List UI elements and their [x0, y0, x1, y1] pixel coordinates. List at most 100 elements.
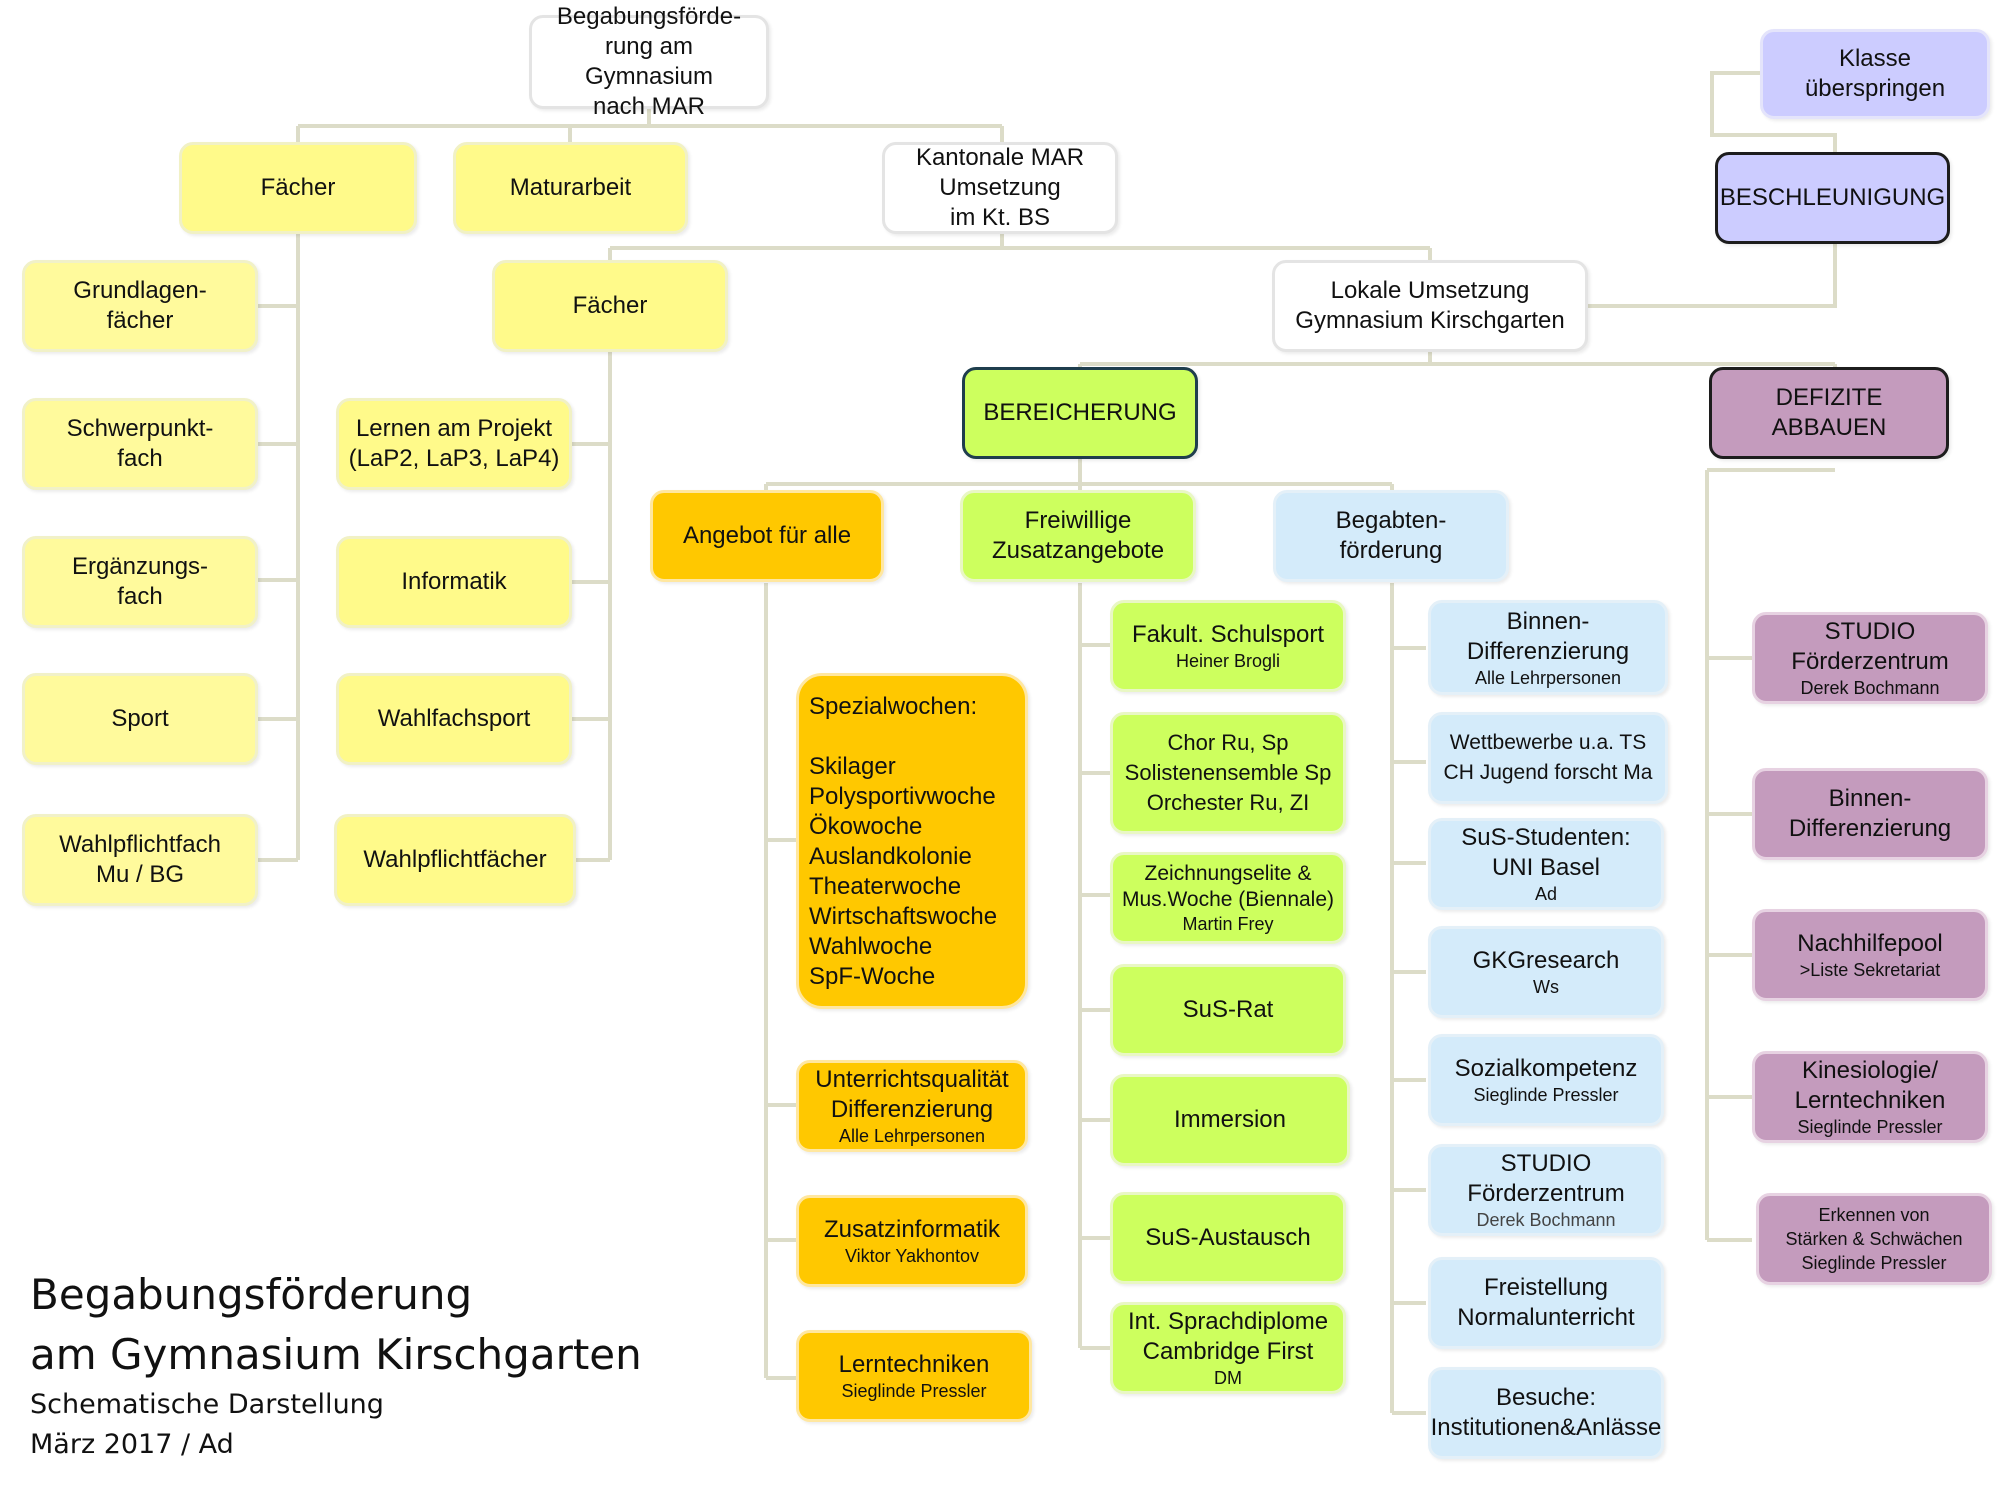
- besuche-node: Besuche: Institutionen&Anlässe: [1428, 1367, 1664, 1459]
- connector-faecher-mid: [570, 352, 612, 862]
- binnen-b-title: Binnen- Differenzierung: [1466, 607, 1630, 665]
- bereicherung-node: BEREICHERUNG: [962, 367, 1198, 459]
- connector-root: [296, 108, 1004, 145]
- caption: Begabungsförderung am Gymnasium Kirschga…: [30, 1265, 642, 1465]
- sprachdiplome-title: Int. Sprachdiplome Cambridge First: [1127, 1308, 1329, 1365]
- binnen-d-node: Binnen- Differenzierung: [1752, 768, 1988, 860]
- schulsport-node: Fakult. Schulsport Heiner Brogli: [1110, 600, 1346, 692]
- wettbewerbe-label: Wettbewerbe u.a. TS CH Jugend forscht Ma: [1443, 731, 1653, 784]
- wahlpflichtfaecher-node: Wahlpflichtfächer: [334, 814, 576, 906]
- kantonal-node: Kantonale MAR Umsetzung im Kt. BS: [882, 142, 1118, 234]
- sprachdiplome-node: Int. Sprachdiplome Cambridge First DM: [1110, 1302, 1346, 1394]
- gkg-node: GKGresearch Ws: [1428, 926, 1664, 1018]
- susaustausch-label: SuS-Austausch: [1145, 1224, 1311, 1251]
- studio-d-title: STUDIO Förderzentrum: [1791, 618, 1949, 675]
- connector-begabten: [1390, 583, 1426, 1415]
- unterricht-node: Unterrichtsqualität Differenzierung Alle…: [796, 1060, 1028, 1152]
- freistellung-node: Freistellung Normalunterricht: [1428, 1257, 1664, 1349]
- faecher-mid-node: Fächer: [492, 260, 728, 352]
- sozial-node: Sozialkompetenz Sieglinde Pressler: [1428, 1034, 1664, 1126]
- caption-subtitle: Schematische Darstellung: [30, 1389, 384, 1420]
- studio-d-sub: Derek Bochmann: [1800, 678, 1940, 698]
- begabten-node: Begabten- förderung: [1273, 490, 1509, 582]
- freiwillige-node: Freiwillige Zusatzangebote: [960, 490, 1196, 582]
- spezialwochen-node: Spezialwochen: Skilager Polysportivwoche…: [796, 673, 1028, 1009]
- nachhilfe-title: Nachhilfepool: [1797, 930, 1943, 957]
- sport-label: Sport: [111, 705, 169, 732]
- unterricht-title: Unterrichtsqualität Differenzierung: [815, 1066, 1009, 1123]
- wettbewerbe-node: Wettbewerbe u.a. TS CH Jugend forscht Ma: [1428, 712, 1668, 804]
- beschleunigung-node: BESCHLEUNIGUNG: [1715, 152, 1950, 244]
- freistellung-label: Freistellung Normalunterricht: [1457, 1274, 1635, 1331]
- freiwillige-label: Freiwillige Zusatzangebote: [991, 507, 1165, 564]
- grundlagen-label: Grundlagen- fächer: [73, 277, 207, 334]
- kinesiologie-node: Kinesiologie/ Lerntechniken Sieglinde Pr…: [1752, 1051, 1988, 1143]
- sus-studenten-title: SuS-Studenten: UNI Basel: [1461, 824, 1631, 881]
- wahlfachsport-label: Wahlfachsport: [377, 705, 531, 732]
- defizite-label: DEFIZITE ABBAUEN: [1771, 384, 1887, 441]
- immersion-label: Immersion: [1173, 1106, 1287, 1133]
- sport-node: Sport: [22, 673, 258, 765]
- kinesiologie-title: Kinesiologie/ Lerntechniken: [1794, 1057, 1946, 1114]
- studio-b-node: STUDIO Förderzentrum Derek Bochmann: [1428, 1144, 1664, 1236]
- wahlpflichtfach-label: Wahlpflichtfach Mu / BG: [59, 831, 221, 888]
- susaustausch-node: SuS-Austausch: [1110, 1192, 1346, 1284]
- nachhilfe-sub: >Liste Sekretariat: [1799, 960, 1941, 980]
- zeichnung-node: Zeichnungselite & Mus.Woche (Biennale) M…: [1110, 852, 1346, 944]
- connector-defizite: [1705, 468, 1835, 1242]
- lokal-label: Lokale Umsetzung Gymnasium Kirschgarten: [1295, 277, 1565, 334]
- faecher-top-label: Fächer: [260, 174, 336, 201]
- binnen-b-node: Binnen- Differenzierung Alle Lehrpersone…: [1428, 600, 1668, 695]
- besuche-label: Besuche: Institutionen&Anlässe: [1430, 1384, 1662, 1441]
- studio-b-title: STUDIO Förderzentrum: [1467, 1150, 1625, 1207]
- maturarbeit-node: Maturarbeit: [453, 142, 688, 234]
- sus-studenten-sub: Ad: [1534, 884, 1558, 904]
- connector-freiwillige: [1078, 583, 1112, 1350]
- chor-label: Chor Ru, Sp Solistenensemble Sp Orcheste…: [1124, 730, 1332, 815]
- binnen-d-label: Binnen- Differenzierung: [1788, 785, 1952, 842]
- faecher-mid-label: Fächer: [572, 292, 648, 319]
- lokal-node: Lokale Umsetzung Gymnasium Kirschgarten: [1272, 260, 1588, 352]
- studio-b-sub: Derek Bochmann: [1476, 1210, 1616, 1230]
- informatik-label: Informatik: [401, 568, 507, 595]
- faecher-top-node: Fächer: [179, 142, 417, 234]
- connector-lokal: [1078, 350, 1837, 370]
- root-node: Begabungsförde- rung am Gymnasium nach M…: [529, 3, 769, 120]
- nachhilfe-node: Nachhilfepool >Liste Sekretariat: [1752, 909, 1988, 1001]
- wahlpflichtfach-node: Wahlpflichtfach Mu / BG: [22, 814, 258, 906]
- susrat-label: SuS-Rat: [1182, 996, 1274, 1023]
- connector-faecher-left: [256, 234, 300, 862]
- erkennen-label: Erkennen von Stärken & Schwächen Sieglin…: [1785, 1205, 1963, 1273]
- maturarbeit-label: Maturarbeit: [509, 174, 632, 201]
- angebot-node: Angebot für alle: [650, 490, 884, 582]
- ergaenzung-label: Ergänzungs- fach: [71, 553, 209, 610]
- caption-title-line1: Begabungsförderung: [30, 1270, 473, 1319]
- chor-node: Chor Ru, Sp Solistenensemble Sp Orcheste…: [1110, 712, 1346, 834]
- schwerpunkt-label: Schwerpunkt- fach: [66, 415, 214, 472]
- sus-studenten-node: SuS-Studenten: UNI Basel Ad: [1428, 818, 1664, 910]
- schwerpunkt-node: Schwerpunkt- fach: [22, 398, 258, 490]
- binnen-b-sub: Alle Lehrpersonen: [1474, 667, 1622, 688]
- lernen-projekt-label: Lernen am Projekt (LaP2, LaP3, LaP4): [348, 415, 560, 472]
- gkg-title: GKGresearch: [1472, 947, 1620, 974]
- connector-beschleunigung: [1584, 243, 1837, 308]
- zeichnung-sub: Martin Frey: [1182, 914, 1274, 934]
- klasse-label: Klasse überspringen: [1804, 45, 1946, 102]
- defizite-node: DEFIZITE ABBAUEN: [1709, 367, 1949, 459]
- susrat-node: SuS-Rat: [1110, 964, 1346, 1056]
- angebot-label: Angebot für alle: [682, 522, 852, 549]
- connector-kantonal: [608, 234, 1432, 262]
- bereicherung-label: BEREICHERUNG: [983, 399, 1177, 426]
- lerntechniken-sub: Sieglinde Pressler: [841, 1381, 987, 1401]
- sozial-sub: Sieglinde Pressler: [1473, 1085, 1619, 1105]
- lerntechniken-node: Lerntechniken Sieglinde Pressler: [796, 1330, 1032, 1422]
- zusatzinformatik-sub: Viktor Yakhontov: [844, 1246, 980, 1266]
- sozial-title: Sozialkompetenz: [1454, 1055, 1638, 1082]
- schulsport-sub: Heiner Brogli: [1175, 651, 1281, 671]
- connector-klasse: [1710, 71, 1837, 155]
- zusatzinformatik-node: Zusatzinformatik Viktor Yakhontov: [796, 1195, 1028, 1287]
- connector-angebot: [764, 583, 800, 1380]
- zeichnung-title: Zeichnungselite & Mus.Woche (Biennale): [1121, 862, 1335, 911]
